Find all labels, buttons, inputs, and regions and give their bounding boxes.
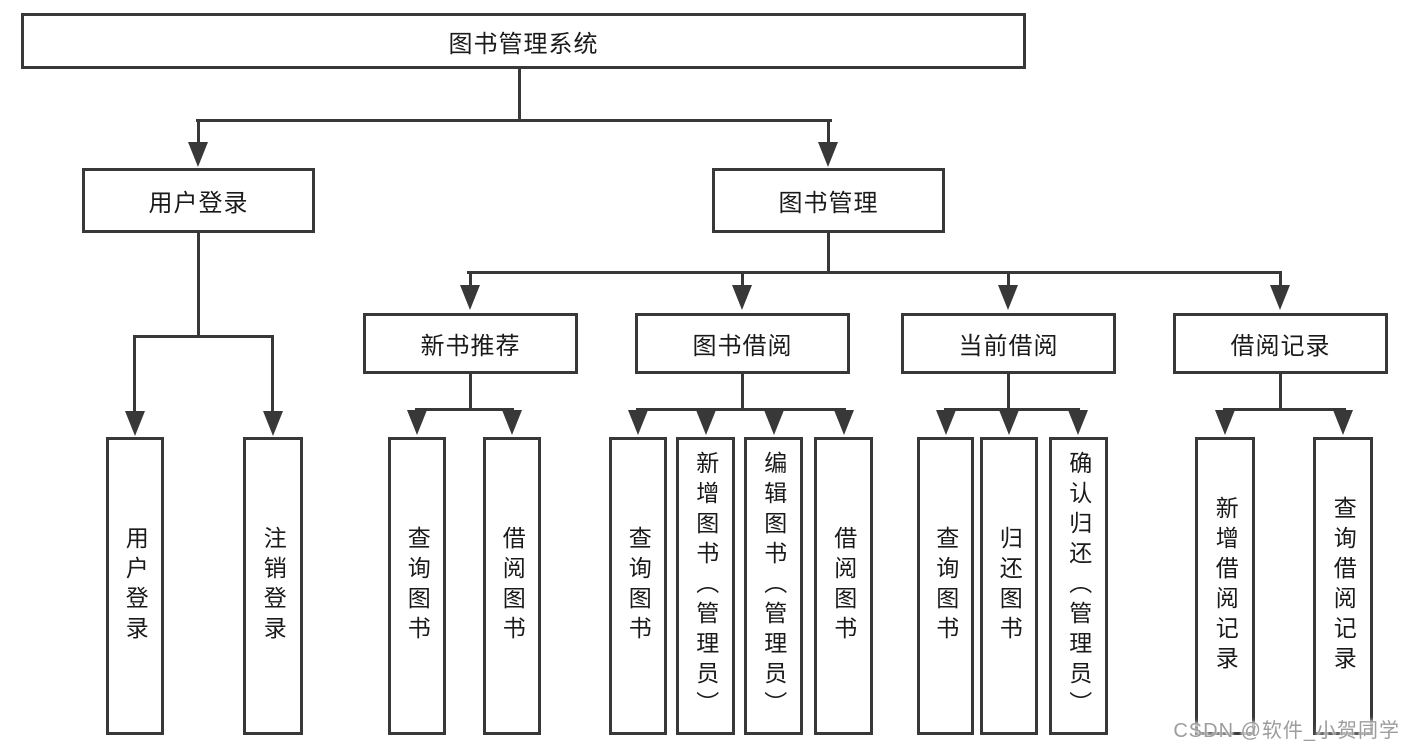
leaf-rec-query-book-label: 查询图书 (404, 526, 431, 646)
arrow-down-icon (818, 142, 838, 167)
arrow-down-icon (1215, 410, 1235, 435)
node-book-borrow-label: 图书借阅 (692, 333, 793, 360)
leaf-logout: 注销登录 (243, 437, 303, 735)
connector-vline (1007, 374, 1010, 410)
leaf-rec-borrow-book-label: 借阅图书 (499, 526, 526, 646)
arrow-down-icon (502, 410, 522, 435)
connector-hline (196, 119, 832, 122)
connector-vline (1279, 374, 1282, 410)
connector-vline (197, 119, 200, 145)
leaf-br-query-record-label: 查询借阅记录 (1330, 496, 1357, 676)
connector-vline (1279, 271, 1282, 286)
node-new-book-rec: 新书推荐 (363, 313, 578, 374)
connector-vline (827, 119, 830, 145)
connector-hline (133, 335, 274, 338)
arrow-down-icon (732, 285, 752, 310)
arrow-down-icon (696, 410, 716, 435)
leaf-logout-label: 注销登录 (260, 526, 287, 646)
connector-vline (1007, 271, 1010, 286)
arrow-down-icon (1270, 285, 1290, 310)
arrow-down-icon (764, 410, 784, 435)
leaf-rec-query-book: 查询图书 (388, 437, 446, 735)
node-new-book-rec-label: 新书推荐 (420, 333, 521, 360)
arrow-down-icon (407, 410, 427, 435)
connector-vline (827, 233, 830, 274)
leaf-cb-query-book-label: 查询图书 (932, 526, 959, 646)
arrow-down-icon (999, 410, 1019, 435)
arrow-down-icon (1333, 410, 1353, 435)
node-book-mgmt: 图书管理 (712, 168, 945, 233)
leaf-bb-borrow-book: 借阅图书 (814, 437, 873, 735)
leaf-cb-return-book: 归还图书 (980, 437, 1038, 735)
leaf-user-login: 用户登录 (106, 437, 164, 735)
leaf-cb-confirm-return-label: 确认归还（管理员） (1065, 451, 1092, 721)
node-borrow-record: 借阅记录 (1173, 313, 1388, 374)
connector-vline (518, 69, 521, 121)
leaf-bb-borrow-book-label: 借阅图书 (830, 526, 857, 646)
node-borrow-record-label: 借阅记录 (1230, 333, 1331, 360)
leaf-bb-edit-book: 编辑图书（管理员） (744, 437, 803, 735)
arrow-down-icon (628, 410, 648, 435)
connector-vline (741, 271, 744, 286)
connector-vline (271, 335, 274, 413)
connector-vline (469, 374, 472, 410)
arrow-down-icon (460, 285, 480, 310)
leaf-cb-return-book-label: 归还图书 (996, 526, 1023, 646)
node-root-label: 图书管理系统 (448, 30, 599, 58)
arrow-down-icon (834, 410, 854, 435)
arrow-down-icon (998, 285, 1018, 310)
node-root: 图书管理系统 (21, 13, 1026, 69)
connector-hline (636, 408, 846, 411)
connector-hline (467, 271, 1282, 274)
arrow-down-icon (188, 142, 208, 167)
connector-vline (133, 335, 136, 413)
node-user-login-label: 用户登录 (148, 190, 249, 217)
leaf-br-add-record: 新增借阅记录 (1195, 437, 1255, 735)
leaf-rec-borrow-book: 借阅图书 (483, 437, 541, 735)
leaf-bb-query-book-label: 查询图书 (625, 526, 652, 646)
arrow-down-icon (936, 410, 956, 435)
node-user-login: 用户登录 (82, 168, 315, 233)
node-book-borrow: 图书借阅 (635, 313, 850, 374)
connector-vline (197, 233, 200, 337)
leaf-cb-query-book: 查询图书 (917, 437, 974, 735)
leaf-bb-edit-book-label: 编辑图书（管理员） (760, 451, 787, 721)
arrow-down-icon (125, 411, 145, 436)
connector-hline (1223, 408, 1346, 411)
leaf-user-login-label: 用户登录 (122, 526, 149, 646)
connector-hline (415, 408, 514, 411)
connector-vline (741, 374, 744, 410)
leaf-bb-query-book: 查询图书 (609, 437, 667, 735)
node-current-borrow-label: 当前借阅 (958, 333, 1059, 360)
arrow-down-icon (263, 411, 283, 436)
leaf-br-query-record: 查询借阅记录 (1313, 437, 1373, 735)
leaf-bb-add-book-label: 新增图书（管理员） (692, 451, 719, 721)
leaf-br-add-record-label: 新增借阅记录 (1212, 496, 1239, 676)
csdn-watermark: CSDN @软件_小贺同学 (1173, 720, 1400, 742)
node-current-borrow: 当前借阅 (901, 313, 1116, 374)
connector-vline (469, 271, 472, 286)
node-book-mgmt-label: 图书管理 (778, 190, 879, 217)
leaf-cb-confirm-return: 确认归还（管理员） (1049, 437, 1108, 735)
connector-hline (944, 408, 1080, 411)
leaf-bb-add-book: 新增图书（管理员） (676, 437, 735, 735)
arrow-down-icon (1068, 410, 1088, 435)
